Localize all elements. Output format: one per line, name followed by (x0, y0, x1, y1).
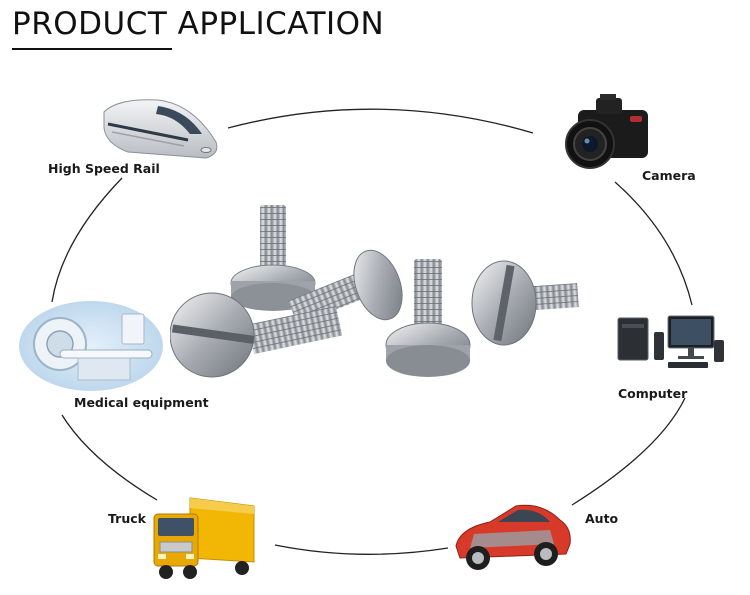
ring-arc-right-upper (614, 181, 693, 306)
screw-upright-left (230, 205, 316, 311)
screw-right (471, 260, 579, 346)
label-truck: Truck (108, 511, 146, 526)
ring-arc-left-upper (51, 177, 123, 303)
page-title: PRODUCT APPLICATION (12, 6, 385, 42)
ring-arc-right-lower (571, 397, 686, 506)
label-high-speed-rail: High Speed Rail (48, 161, 160, 176)
screw-lying-middle (288, 249, 403, 326)
ring-arc-bottom (274, 544, 449, 555)
dslr-camera-icon (565, 94, 648, 169)
ring-arc-left-lower (61, 414, 158, 501)
screw-front-left (170, 292, 343, 378)
label-camera: Camera (642, 168, 696, 183)
title-underline (12, 48, 172, 50)
label-computer: Computer (618, 386, 688, 401)
product-screws-image (170, 205, 579, 378)
screw-upright-center (385, 259, 471, 377)
desktop-computer-icon (617, 315, 724, 368)
car-icon (455, 504, 571, 570)
high-speed-train-icon (103, 99, 218, 159)
ring-arc-top (227, 108, 534, 134)
truck-icon (153, 497, 255, 579)
label-auto: Auto (585, 511, 619, 526)
label-medical-equipment: Medical equipment (74, 395, 209, 410)
mri-scanner-icon (19, 301, 163, 391)
